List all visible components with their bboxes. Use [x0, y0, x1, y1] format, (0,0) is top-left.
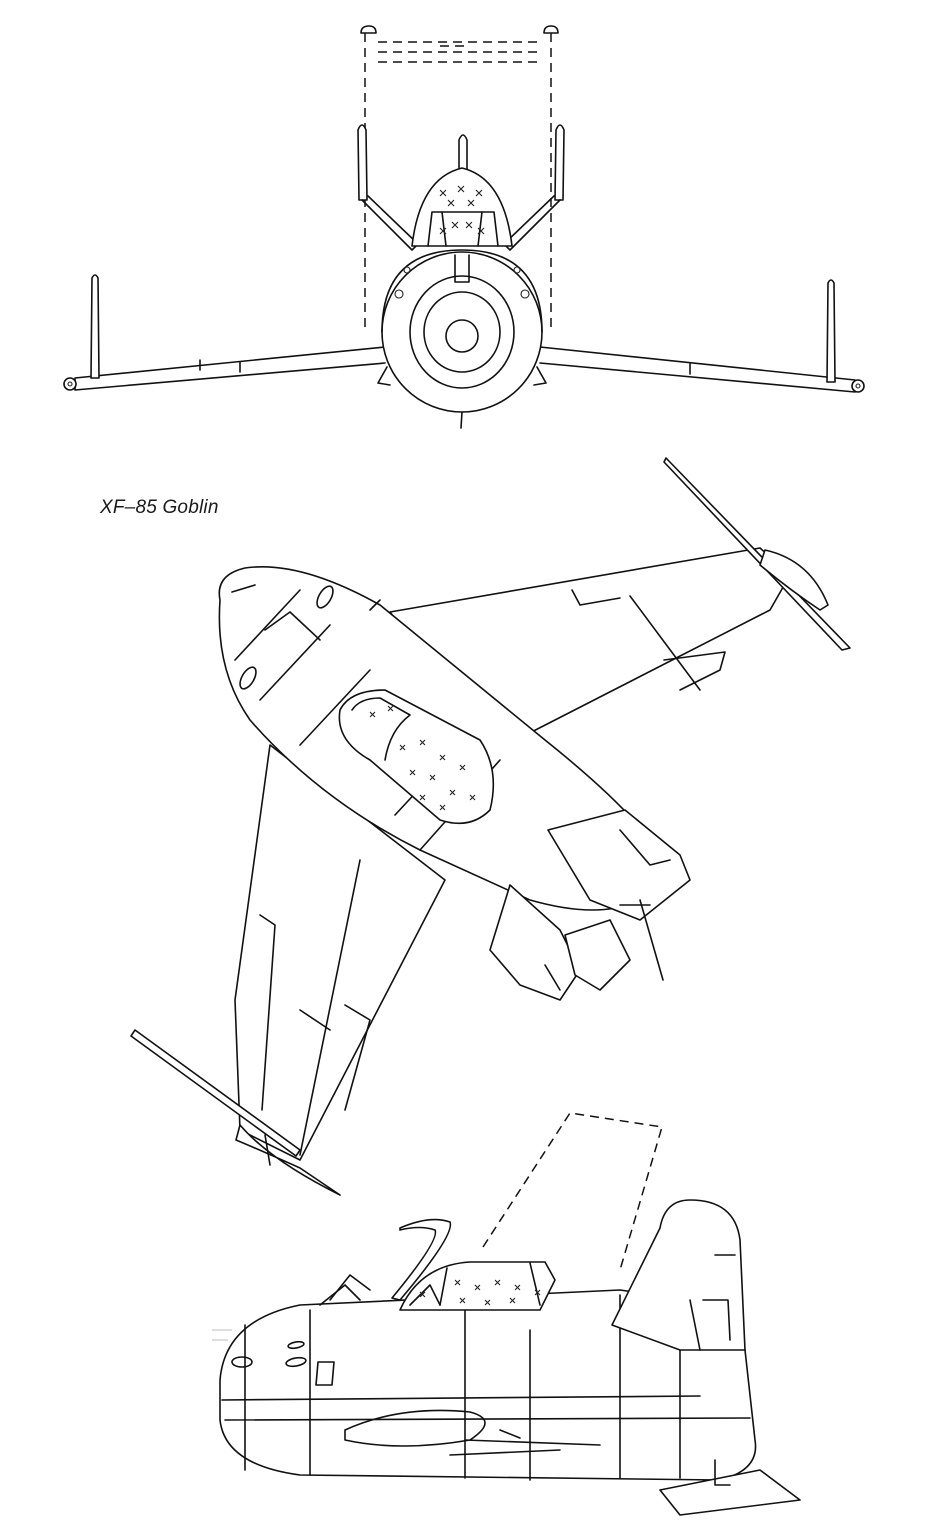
front-fuselage	[378, 250, 546, 428]
plan-canopy	[339, 690, 493, 823]
figure-caption: XF–85 Goblin	[100, 497, 219, 518]
side-canopy	[320, 1220, 555, 1310]
plan-view	[131, 458, 850, 1195]
wingtip-fins	[64, 275, 864, 392]
tail-struts	[358, 125, 564, 250]
plan-left-wing	[131, 745, 445, 1195]
folded-wing-dashed-outline	[361, 26, 558, 330]
front-view	[64, 26, 864, 428]
side-fuselage	[220, 1290, 756, 1480]
side-tail-fin	[612, 1200, 800, 1515]
folded-tail-dashed-outline	[483, 1113, 662, 1270]
side-view	[212, 1113, 800, 1515]
front-canopy	[412, 168, 512, 246]
plan-tail	[490, 810, 690, 1000]
